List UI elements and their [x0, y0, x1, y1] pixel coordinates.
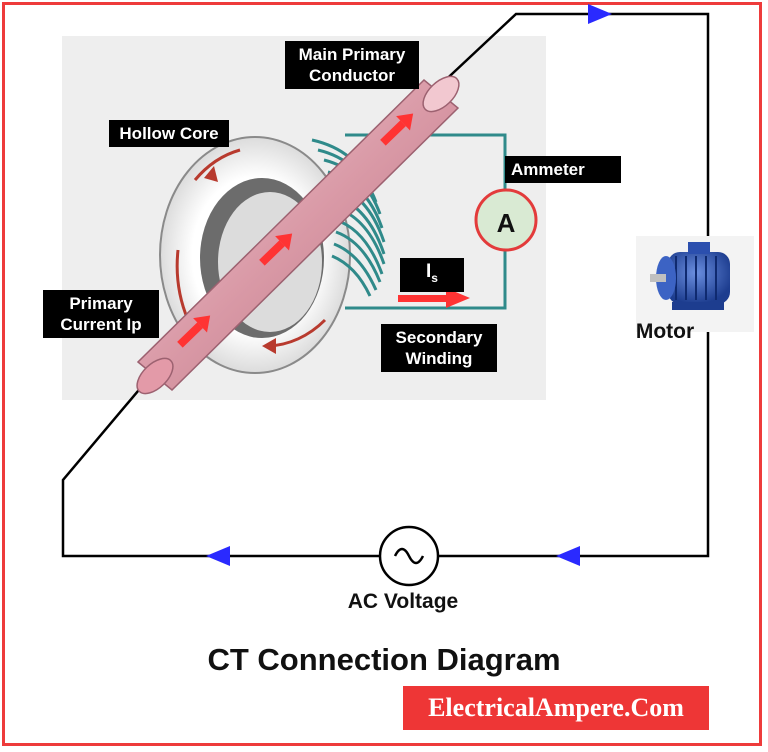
flow-arrow-bottom-left — [206, 546, 230, 566]
primary-current-label: Primary Current Ip — [43, 290, 159, 338]
secondary-current-arrow — [398, 288, 470, 308]
secondary-winding-label: Secondary Winding — [381, 324, 497, 372]
main-primary-conductor-label: Main Primary Conductor — [285, 41, 419, 89]
diagram-frame — [2, 2, 762, 746]
motor-label: Motor — [635, 320, 695, 343]
ac-voltage-label: AC Voltage — [347, 590, 459, 613]
hollow-core-label: Hollow Core — [109, 120, 229, 147]
flow-arrow-top — [588, 4, 612, 24]
ammeter-symbol: A — [496, 208, 516, 238]
flow-arrow-bottom-right — [556, 546, 580, 566]
primary-current-arrows — [177, 113, 414, 348]
ammeter-circle — [474, 188, 538, 252]
primary-conductor — [136, 75, 460, 395]
diagram-title: CT Connection Diagram — [207, 642, 561, 677]
motor-icon — [636, 236, 754, 332]
ammeter-label: Ammeter — [505, 156, 621, 183]
brand-banner: ElectricalAmpere.Com — [403, 686, 709, 730]
secondary-current-label: Is — [400, 258, 464, 292]
ac-wave-icon — [393, 547, 425, 565]
